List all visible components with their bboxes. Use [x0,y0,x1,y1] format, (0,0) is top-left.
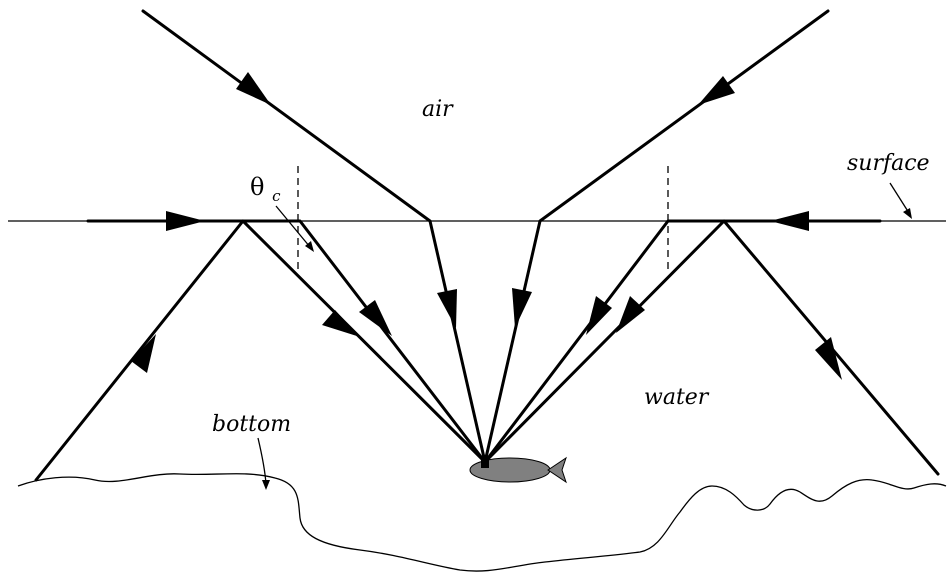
arrowhead [770,211,809,231]
arrowhead [322,310,360,337]
bottom-pointer [257,437,270,490]
ray-grazing-left [86,219,487,464]
surface-pointer [889,182,912,219]
ray-air-left [141,9,487,464]
air-label: air [422,97,454,122]
bottom-contour [17,473,947,572]
fish-icon [469,456,567,484]
ray-reflected-left [34,219,487,482]
surface-label: surface [847,151,930,176]
bottom-label: bottom [212,412,291,437]
theta-pointer [275,205,314,252]
arrowhead [512,288,532,328]
arrowhead [131,334,156,373]
ray-air-right [483,9,830,464]
arrowhead [236,72,271,105]
arrowhead [815,337,842,380]
arrowhead [166,211,205,231]
critical-angle-label: θ c [250,173,281,205]
arrowhead [586,296,612,335]
arrowheads [131,72,842,380]
ray-grazing-right [483,219,882,464]
ray-reflected-right [483,219,940,476]
arrowhead [698,76,735,105]
theta-symbol: θ [250,173,264,201]
theta-subscript: c [272,187,281,205]
arrowhead [616,296,645,333]
water-label: water [644,385,710,410]
arrowhead [437,289,457,328]
arrowhead [359,300,392,336]
